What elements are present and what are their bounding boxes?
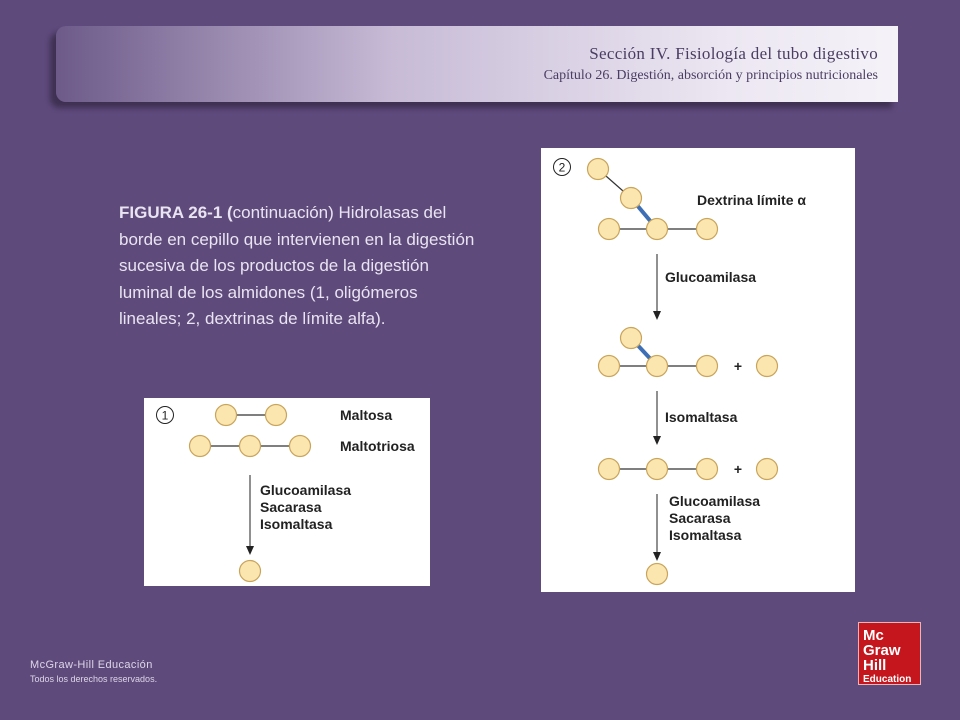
enzyme-label: Glucoamilasa bbox=[669, 493, 760, 509]
glucose-unit bbox=[619, 186, 643, 210]
panel2-number-badge: 2 bbox=[553, 158, 571, 176]
chapter-subtitle: Capítulo 26. Digestión, absorción y prin… bbox=[543, 68, 878, 83]
glucose-unit bbox=[586, 157, 610, 181]
glucose-unit bbox=[755, 354, 779, 378]
glucose-unit bbox=[188, 434, 212, 458]
panel2-number: 2 bbox=[559, 161, 566, 175]
figure-label: FIGURA 26-1 ( bbox=[119, 203, 233, 222]
logo-line: Graw bbox=[863, 642, 901, 659]
figure-caption: FIGURA 26-1 (continuación) Hidrolasas de… bbox=[119, 200, 479, 333]
glucose-unit bbox=[645, 562, 669, 586]
enzyme-label: Isomaltasa bbox=[669, 527, 742, 543]
arrow-head bbox=[653, 436, 661, 445]
glucose-unit bbox=[645, 354, 669, 378]
glucose-unit bbox=[597, 457, 621, 481]
panel-alpha-limit-dextrins: 2 Dextrina límite α Glucoamilasa + Isoma… bbox=[541, 148, 855, 592]
plus-sign: + bbox=[734, 461, 742, 477]
glucose-unit bbox=[695, 457, 719, 481]
enzyme-label: Isomaltasa bbox=[260, 516, 333, 532]
arrow-head bbox=[653, 311, 661, 320]
arrow-head bbox=[653, 552, 661, 561]
glucose-unit bbox=[695, 217, 719, 241]
enzyme-label: Sacarasa bbox=[260, 499, 322, 515]
enzyme-label: Sacarasa bbox=[669, 510, 731, 526]
panel1-number: 1 bbox=[162, 409, 169, 423]
logo-line: Education bbox=[863, 674, 912, 685]
dextrina-label: Dextrina límite α bbox=[697, 192, 806, 208]
step2-enzyme-label: Isomaltasa bbox=[665, 409, 738, 425]
plus-sign: + bbox=[734, 358, 742, 374]
glucose-unit bbox=[238, 559, 262, 583]
glucose-unit bbox=[238, 434, 262, 458]
glucose-unit bbox=[645, 457, 669, 481]
logo-line: Hill bbox=[863, 657, 887, 674]
section-title: Sección IV. Fisiología del tubo digestiv… bbox=[589, 44, 878, 63]
mcgraw-hill-logo: Mc Graw Hill Education bbox=[858, 622, 921, 685]
glucose-unit bbox=[597, 217, 621, 241]
step1-enzyme-label: Glucoamilasa bbox=[665, 269, 756, 285]
panel1-number-badge: 1 bbox=[156, 406, 174, 424]
logo-line: Mc bbox=[863, 627, 884, 644]
glucose-unit bbox=[597, 354, 621, 378]
figure-caption-text: continuación) Hidrolasas del borde en ce… bbox=[119, 203, 475, 328]
maltotriosa-label: Maltotriosa bbox=[340, 438, 415, 454]
glucose-unit bbox=[695, 354, 719, 378]
enzyme-label: Glucoamilasa bbox=[260, 482, 351, 498]
section-banner: Sección IV. Fisiología del tubo digestiv… bbox=[56, 26, 898, 102]
glucose-unit bbox=[264, 403, 288, 427]
glucose-unit bbox=[214, 403, 238, 427]
maltosa-label: Maltosa bbox=[340, 407, 392, 423]
glucose-unit bbox=[645, 217, 669, 241]
glucose-unit bbox=[619, 326, 643, 350]
footer-brand: McGraw-Hill Educación bbox=[30, 659, 153, 671]
arrow-head bbox=[246, 546, 254, 555]
panel-linear-oligomers: 1 Maltosa Maltotriosa Glucoamilasa Sacar… bbox=[144, 398, 430, 586]
glucose-unit bbox=[755, 457, 779, 481]
footer-rights: Todos los derechos reservados. bbox=[30, 674, 158, 684]
glucose-unit bbox=[288, 434, 312, 458]
